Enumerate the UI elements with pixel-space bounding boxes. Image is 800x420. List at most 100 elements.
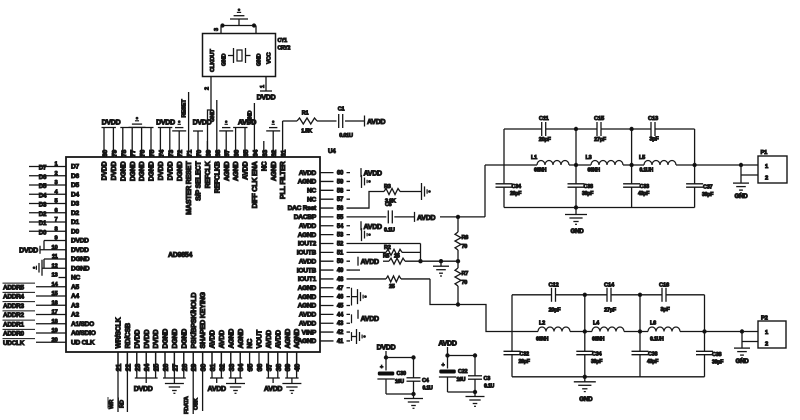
svg-text:56: 56 — [337, 206, 344, 212]
svg-text:L2: L2 — [539, 321, 545, 327]
svg-text:DVDD: DVDD — [144, 329, 151, 348]
svg-text:21: 21 — [116, 364, 123, 372]
svg-text:63: 63 — [262, 149, 269, 157]
svg-text:70: 70 — [462, 244, 468, 250]
svg-text:9: 9 — [55, 236, 59, 242]
svg-text:48: 48 — [337, 277, 344, 283]
svg-text:CLKOUT: CLKOUT — [210, 49, 216, 72]
svg-text:0.1U: 0.1U — [384, 228, 395, 234]
svg-text:68NH: 68NH — [536, 337, 549, 343]
svg-text:RD/CSB: RD/CSB — [125, 323, 132, 349]
svg-text:L1: L1 — [531, 155, 537, 161]
svg-text:15: 15 — [52, 291, 59, 297]
svg-text:24: 24 — [144, 364, 151, 372]
svg-text:35: 35 — [248, 364, 255, 372]
svg-text:52: 52 — [337, 241, 344, 247]
svg-text:C11: C11 — [539, 116, 550, 122]
svg-text:53: 53 — [337, 233, 344, 239]
svg-text:20: 20 — [52, 337, 58, 343]
svg-text:55: 55 — [337, 215, 344, 221]
svg-text:D4: D4 — [71, 191, 80, 198]
svg-text:DGND: DGND — [172, 329, 179, 349]
svg-text:A5: A5 — [71, 284, 80, 291]
svg-text:AVDD: AVDD — [266, 330, 273, 349]
svg-text:27pF: 27pF — [594, 137, 607, 143]
svg-text:36: 36 — [257, 364, 264, 372]
svg-text:D3: D3 — [71, 201, 80, 208]
svg-text:C37: C37 — [703, 185, 713, 191]
svg-text:DVDD: DVDD — [111, 161, 118, 180]
svg-text:AVDD: AVDD — [264, 386, 283, 393]
svg-text:3pF: 3pF — [649, 137, 659, 143]
svg-text:32: 32 — [219, 364, 226, 372]
svg-text:43pF: 43pF — [647, 359, 658, 365]
svg-text:10U: 10U — [457, 377, 466, 383]
svg-text:ADDR4: ADDR4 — [3, 294, 24, 301]
svg-text:VINP: VINP — [302, 329, 317, 336]
svg-text:27pF: 27pF — [604, 308, 617, 314]
svg-text:R6: R6 — [462, 235, 469, 241]
svg-text:16: 16 — [52, 300, 59, 306]
svg-text:26: 26 — [163, 364, 170, 372]
svg-text:AGND: AGND — [294, 329, 301, 349]
svg-text:IOUT2: IOUT2 — [298, 241, 317, 248]
svg-text:AVDD: AVDD — [243, 161, 250, 180]
svg-text:+: + — [380, 365, 383, 371]
svg-text:1.5K: 1.5K — [301, 129, 312, 135]
svg-text:VOUT: VOUT — [257, 329, 264, 348]
svg-text:C14: C14 — [604, 283, 615, 289]
svg-text:DVDD: DVDD — [257, 95, 276, 102]
svg-text:AVDD: AVDD — [364, 171, 383, 178]
svg-text:AVDD: AVDD — [299, 223, 317, 230]
svg-text:1: 1 — [765, 164, 769, 170]
svg-text:20pF: 20pF — [510, 191, 521, 197]
svg-text:GND: GND — [257, 54, 263, 66]
svg-text:28: 28 — [182, 364, 189, 372]
svg-text:IOUTB: IOUTB — [297, 267, 317, 274]
svg-text:VCC: VCC — [267, 51, 273, 64]
svg-text:80: 80 — [102, 149, 109, 157]
svg-text:FDATA: FDATA — [184, 395, 190, 414]
svg-text:57: 57 — [337, 197, 344, 203]
svg-text:DVDD: DVDD — [156, 120, 175, 127]
svg-text:75: 75 — [149, 149, 156, 157]
svg-text:PLL FILTER: PLL FILTER — [278, 160, 287, 199]
svg-text:14: 14 — [52, 282, 59, 288]
svg-text:DVDD: DVDD — [193, 120, 212, 127]
svg-text:AGND: AGND — [238, 329, 245, 349]
svg-text:77: 77 — [130, 149, 137, 157]
svg-text:3.9K: 3.9K — [385, 199, 396, 205]
svg-text:AGND: AGND — [298, 285, 317, 292]
svg-text:2: 2 — [205, 87, 211, 90]
svg-text:DACBP: DACBP — [294, 214, 317, 221]
svg-text:74: 74 — [158, 149, 165, 157]
svg-text:D1: D1 — [39, 220, 47, 227]
svg-text:31: 31 — [210, 364, 217, 372]
svg-text:39: 39 — [285, 364, 292, 372]
svg-text:DVDD: DVDD — [19, 247, 38, 254]
svg-text:C38: C38 — [712, 352, 722, 358]
svg-text:8: 8 — [55, 226, 59, 232]
svg-text:68NH: 68NH — [534, 168, 547, 174]
svg-text:AVDD: AVDD — [361, 259, 380, 266]
svg-text:18: 18 — [52, 319, 59, 325]
svg-text:S/P SELECT: S/P SELECT — [194, 161, 203, 201]
svg-text:DAC Rset: DAC Rset — [288, 205, 317, 212]
svg-text:GND: GND — [248, 111, 254, 123]
svg-text:RESET: RESET — [182, 99, 188, 118]
svg-text:L3: L3 — [586, 155, 592, 161]
svg-text:25: 25 — [394, 254, 400, 260]
svg-text:C12: C12 — [549, 283, 559, 289]
svg-text:3: 3 — [214, 28, 220, 31]
svg-text:REFCLKB: REFCLKB — [214, 161, 221, 193]
svg-text:AVDD: AVDD — [438, 341, 457, 348]
svg-text:43: 43 — [337, 321, 344, 327]
svg-text:6: 6 — [55, 208, 59, 214]
svg-text:GND: GND — [736, 358, 750, 365]
svg-text:D6: D6 — [71, 173, 80, 180]
svg-text:GND: GND — [579, 396, 593, 403]
svg-text:D2: D2 — [71, 210, 80, 217]
svg-text:DGND: DGND — [71, 256, 90, 263]
svg-text:20pF: 20pF — [539, 137, 552, 143]
svg-text:P1: P1 — [761, 150, 769, 156]
